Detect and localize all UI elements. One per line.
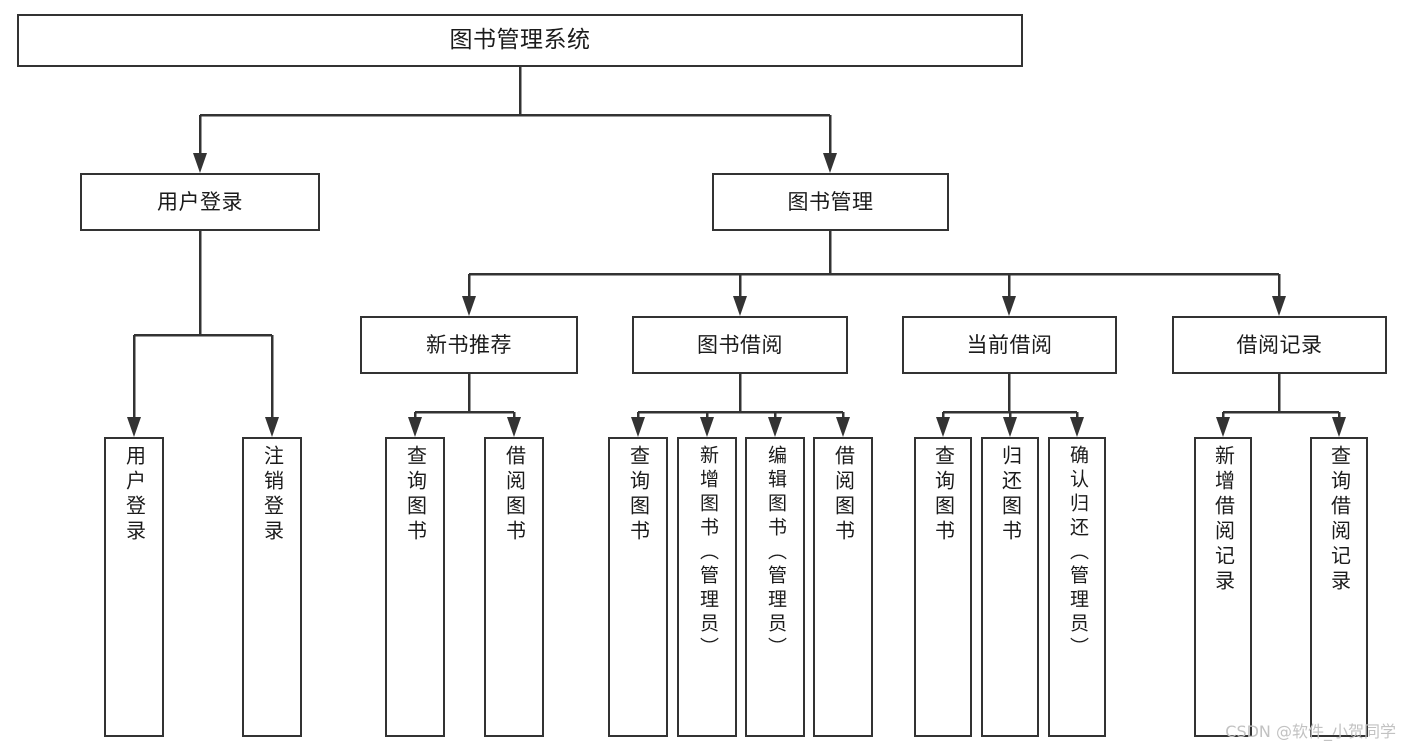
- node-label: 查询图书: [626, 445, 651, 545]
- node-leaf-query-book-current[interactable]: 查询图书: [914, 437, 972, 737]
- node-leaf-add-book-admin[interactable]: 新增图书（管理员）: [677, 437, 737, 737]
- node-label: 编辑图书（管理员）: [764, 445, 787, 661]
- node-leaf-query-book-borrow[interactable]: 查询图书: [608, 437, 668, 737]
- node-label: 新增图书（管理员）: [696, 445, 719, 661]
- node-root-book-management-system[interactable]: 图书管理系统: [17, 14, 1023, 67]
- node-label: 查询借阅记录: [1327, 445, 1352, 595]
- node-leaf-edit-book-admin[interactable]: 编辑图书（管理员）: [745, 437, 805, 737]
- node-label: 归还图书: [998, 445, 1023, 545]
- node-leaf-logout[interactable]: 注销登录: [242, 437, 302, 737]
- node-label: 新书推荐: [426, 332, 512, 357]
- node-label: 注销登录: [260, 445, 285, 545]
- node-label: 查询图书: [931, 445, 956, 545]
- node-label: 查询图书: [403, 445, 428, 545]
- node-leaf-user-login[interactable]: 用户登录: [104, 437, 164, 737]
- node-leaf-borrow-book-recommend[interactable]: 借阅图书: [484, 437, 544, 737]
- node-current-borrow[interactable]: 当前借阅: [902, 316, 1117, 374]
- node-label: 新增借阅记录: [1211, 445, 1236, 595]
- node-borrow-record[interactable]: 借阅记录: [1172, 316, 1387, 374]
- node-book-borrow[interactable]: 图书借阅: [632, 316, 848, 374]
- node-label: 借阅记录: [1236, 332, 1323, 357]
- csdn-watermark: CSDN @软件_小贺同学: [1225, 722, 1396, 741]
- node-leaf-borrow-book[interactable]: 借阅图书: [813, 437, 873, 737]
- node-label: 当前借阅: [966, 332, 1053, 357]
- node-label: 图书管理: [787, 189, 874, 214]
- node-label: 借阅图书: [502, 445, 527, 545]
- node-leaf-query-book-recommend[interactable]: 查询图书: [385, 437, 445, 737]
- node-label: 用户登录: [157, 189, 243, 214]
- node-new-book-recommend[interactable]: 新书推荐: [360, 316, 578, 374]
- node-label: 借阅图书: [831, 445, 856, 545]
- node-label: 图书借阅: [697, 332, 783, 357]
- node-leaf-query-borrow-record[interactable]: 查询借阅记录: [1310, 437, 1368, 737]
- node-leaf-add-borrow-record[interactable]: 新增借阅记录: [1194, 437, 1252, 737]
- node-label: 用户登录: [122, 445, 147, 545]
- node-leaf-confirm-return-admin[interactable]: 确认归还（管理员）: [1048, 437, 1106, 737]
- node-label: 图书管理系统: [449, 27, 591, 54]
- node-user-login[interactable]: 用户登录: [80, 173, 320, 231]
- node-book-management[interactable]: 图书管理: [712, 173, 949, 231]
- node-leaf-return-book[interactable]: 归还图书: [981, 437, 1039, 737]
- node-label: 确认归还（管理员）: [1066, 445, 1089, 661]
